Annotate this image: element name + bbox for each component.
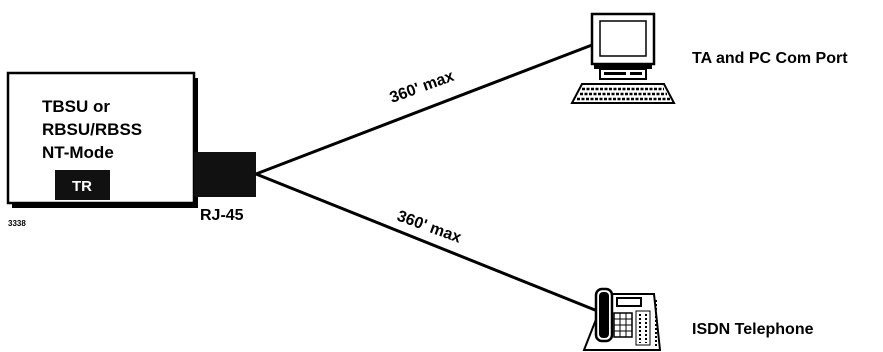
tr-badge-label: TR	[72, 178, 92, 195]
pc-label: TA and PC Com Port	[692, 50, 848, 67]
rj45-connector	[194, 152, 256, 197]
unit-label-line-1: TBSU or	[42, 97, 110, 116]
computer-icon	[570, 12, 676, 104]
cable-label-bottom: 360' max	[395, 208, 464, 247]
cable-to-phone	[255, 172, 601, 314]
unit-label-line-2: RBSU/RBSS	[42, 120, 142, 139]
cable-to-pc	[255, 43, 593, 176]
tr-badge	[55, 170, 110, 200]
figure-number: 3338	[8, 219, 26, 228]
connector-label: RJ-45	[200, 207, 244, 224]
telephone-icon	[582, 287, 662, 351]
unit-label-line-3: NT-Mode	[42, 143, 114, 162]
phone-label: ISDN Telephone	[692, 321, 814, 338]
